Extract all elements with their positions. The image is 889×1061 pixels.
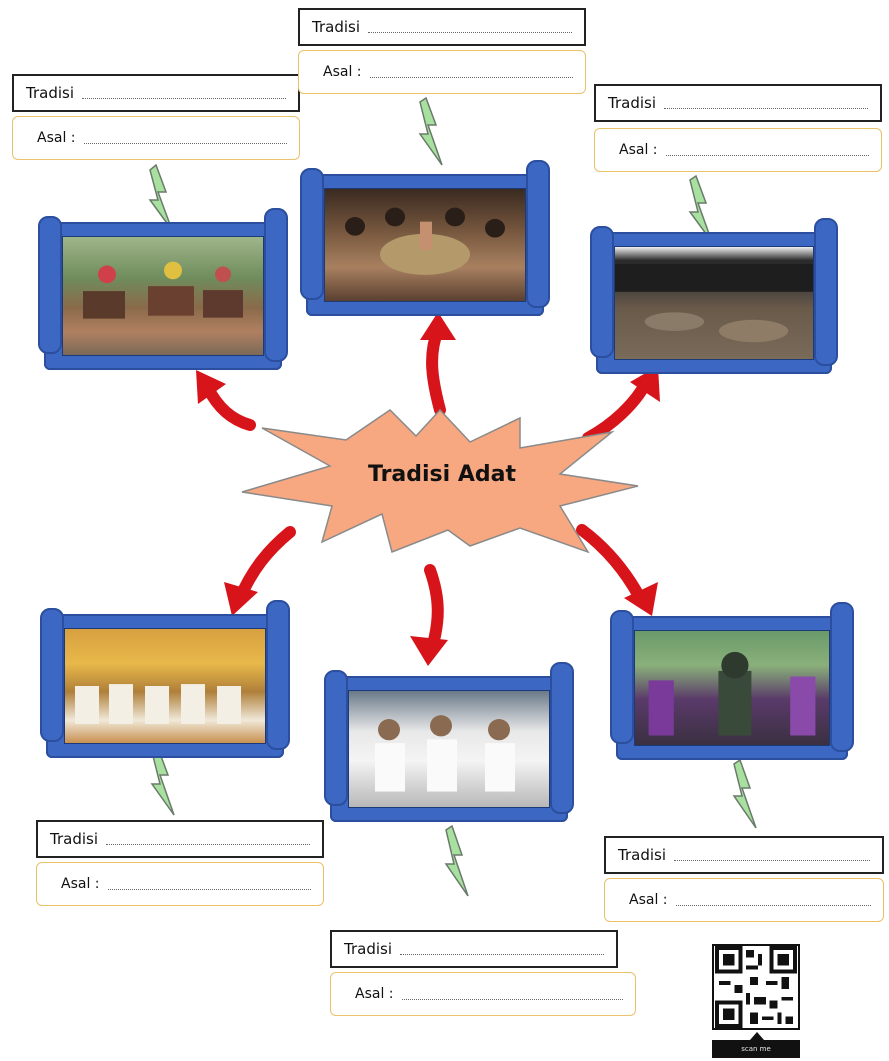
asal-field-top-left[interactable]: Asal : — [12, 116, 300, 160]
asal-blank[interactable] — [675, 894, 871, 906]
photo-frame-top-right — [590, 218, 838, 374]
asal-blank[interactable] — [665, 144, 869, 156]
dancers-row-photo — [64, 628, 266, 744]
asal-blank[interactable] — [369, 66, 573, 78]
tradisi-label: Tradisi — [618, 846, 666, 864]
tradisi-field-top-center[interactable]: Tradisi — [298, 8, 586, 46]
arrow-to-top-center — [426, 324, 446, 416]
arrowhead-bottom-center — [410, 636, 448, 666]
asal-blank[interactable] — [401, 988, 623, 1000]
tradisi-field-bottom-right[interactable]: Tradisi — [604, 836, 884, 874]
asal-field-bottom-center[interactable]: Asal : — [330, 972, 636, 1016]
tradisi-label: Tradisi — [344, 940, 392, 958]
bolt-bottom-center — [444, 824, 469, 897]
center-title: Tradisi Adat — [367, 462, 516, 487]
bull-race-photo — [62, 236, 264, 356]
asal-label: Asal : — [323, 64, 362, 80]
asal-label: Asal : — [629, 892, 668, 908]
arrow-to-bottom-center — [424, 564, 444, 654]
photo-frame-bottom-center — [324, 662, 574, 822]
photo-frame-top-left — [38, 208, 288, 370]
photo-frame-bottom-right — [610, 602, 854, 760]
qr-caption-pointer — [750, 1032, 764, 1040]
tradisi-label: Tradisi — [26, 84, 74, 102]
asal-field-bottom-left[interactable]: Asal : — [36, 862, 324, 906]
bolt-top-center — [418, 96, 443, 166]
arrow-to-bottom-right — [576, 524, 646, 604]
asal-label: Asal : — [619, 142, 658, 158]
arrow-to-bottom-left — [234, 526, 296, 604]
tradisi-field-bottom-left[interactable]: Tradisi — [36, 820, 324, 858]
tradisi-blank[interactable] — [664, 97, 868, 109]
qr-code-pattern — [715, 946, 797, 1028]
arrow-to-top-right — [582, 377, 652, 444]
dance-crowd-photo — [324, 188, 526, 302]
tradisi-blank[interactable] — [82, 87, 286, 99]
asal-field-top-right[interactable]: Asal : — [594, 128, 882, 172]
asal-label: Asal : — [355, 986, 394, 1002]
bolt-bottom-right — [732, 758, 757, 829]
tradisi-field-bottom-center[interactable]: Tradisi — [330, 930, 618, 968]
qr-caption: scan me — [712, 1040, 800, 1058]
asal-blank[interactable] — [83, 132, 287, 144]
ceremony-costume-photo — [634, 630, 830, 746]
asal-field-bottom-right[interactable]: Asal : — [604, 878, 884, 922]
tradisi-field-top-right[interactable]: Tradisi — [594, 84, 882, 122]
arrowhead-bottom-left — [224, 582, 258, 616]
asal-label: Asal : — [61, 876, 100, 892]
asal-label: Asal : — [37, 130, 76, 146]
tradisi-blank[interactable] — [368, 21, 572, 33]
arrowhead-top-center — [420, 312, 456, 340]
arrow-to-top-left — [202, 382, 256, 431]
mud-field-photo — [614, 246, 814, 360]
arrowhead-top-left — [196, 370, 226, 404]
photo-frame-top-center — [300, 160, 550, 316]
tradisi-label: Tradisi — [312, 18, 360, 36]
bolt-bottom-left — [150, 746, 175, 816]
photo-frame-bottom-left — [40, 600, 290, 758]
white-clad-men-photo — [348, 690, 550, 808]
qr-code[interactable] — [712, 944, 800, 1030]
bolt-top-left — [148, 163, 173, 231]
tradisi-blank[interactable] — [674, 849, 870, 861]
tradisi-label: Tradisi — [50, 830, 98, 848]
tradisi-blank[interactable] — [400, 943, 604, 955]
tradisi-field-top-left[interactable]: Tradisi — [12, 74, 300, 112]
asal-field-top-center[interactable]: Asal : — [298, 50, 586, 94]
tradisi-label: Tradisi — [608, 94, 656, 112]
tradisi-blank[interactable] — [106, 833, 310, 845]
asal-blank[interactable] — [107, 878, 311, 890]
